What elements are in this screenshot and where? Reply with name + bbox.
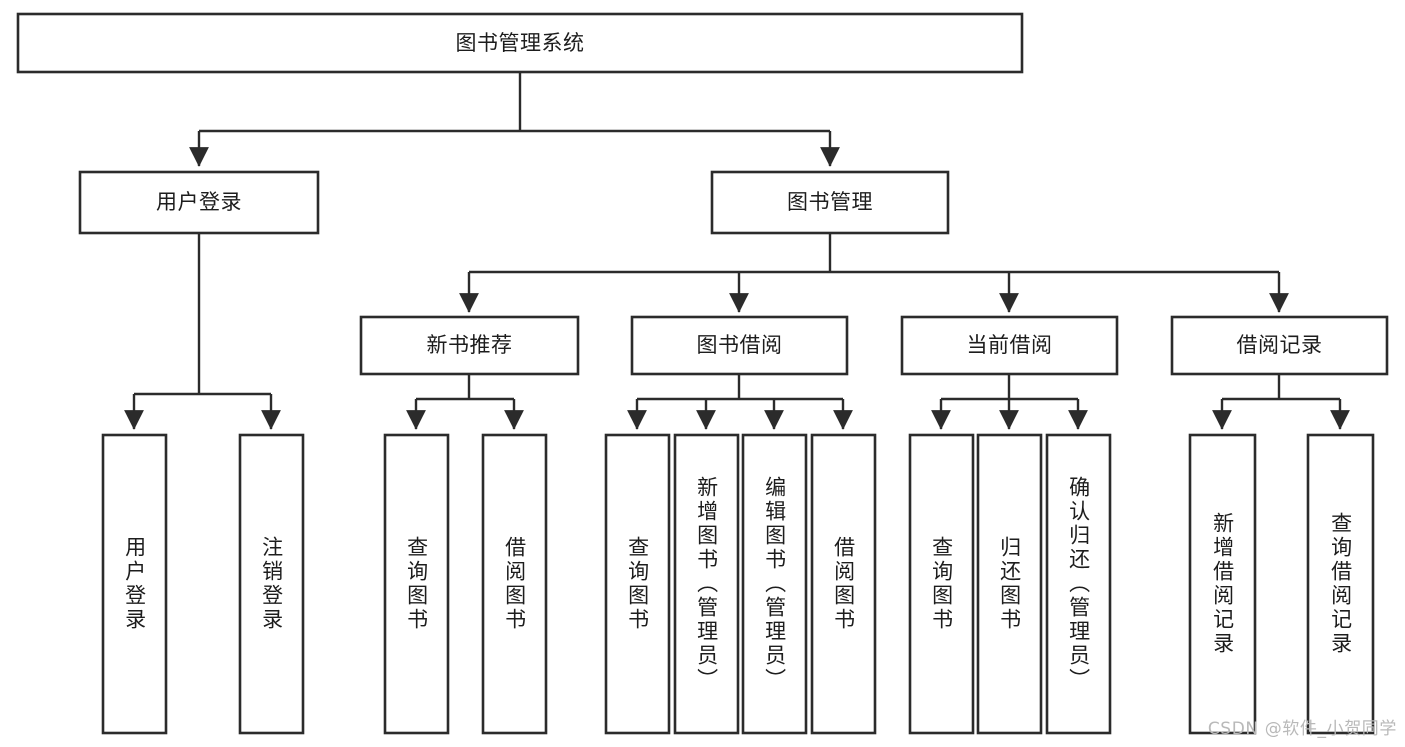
- csdn-watermark: CSDN @软件_小贺同学: [1207, 719, 1397, 739]
- node-box-leaf-8[interactable]: [810, 433, 877, 735]
- node-box-current[interactable]: [900, 315, 1119, 376]
- node-box-leaf-4[interactable]: [481, 433, 548, 735]
- node-box-bookmgmt[interactable]: [710, 170, 950, 235]
- node-box-leaf-1[interactable]: [101, 433, 168, 735]
- node-box-leaf-11[interactable]: [1045, 433, 1112, 735]
- node-box-leaf-5[interactable]: [604, 433, 671, 735]
- node-box-root[interactable]: [16, 12, 1024, 74]
- connectors-newbook-to-leaves: [406, 374, 524, 430]
- connectors-borrow-to-leaves: [627, 374, 853, 430]
- node-box-leaf-13[interactable]: [1306, 433, 1375, 735]
- connectors-bookmgmt-to-level3: [459, 233, 1289, 313]
- connectors-login-to-leaves: [124, 233, 281, 430]
- node-box-record[interactable]: [1170, 315, 1389, 376]
- node-box-leaf-2[interactable]: [238, 433, 305, 735]
- connectors-root-to-level2: [189, 72, 840, 167]
- node-box-leaf-3[interactable]: [383, 433, 450, 735]
- node-box-leaf-6[interactable]: [673, 433, 740, 735]
- connectors-record-to-leaves: [1212, 374, 1350, 430]
- connectors-current-to-leaves: [931, 374, 1088, 430]
- node-box-leaf-10[interactable]: [976, 433, 1043, 735]
- node-box-login[interactable]: [78, 170, 320, 235]
- node-box-borrow[interactable]: [630, 315, 849, 376]
- node-box-newbook[interactable]: [359, 315, 580, 376]
- node-box-leaf-9[interactable]: [908, 433, 975, 735]
- node-box-leaf-12[interactable]: [1188, 433, 1257, 735]
- node-box-leaf-7[interactable]: [741, 433, 808, 735]
